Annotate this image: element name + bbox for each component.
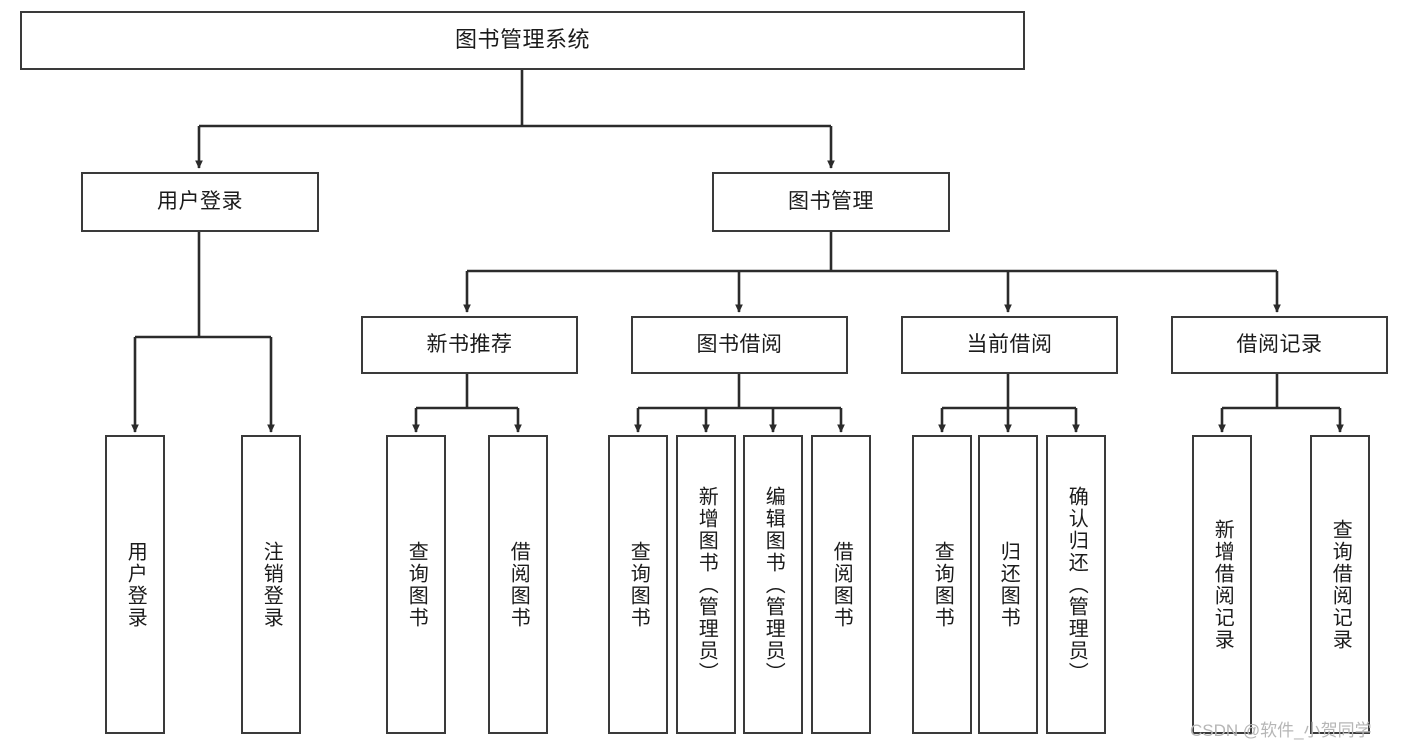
leaf-book-borrow-borrow[interactable]: 借阅图书 xyxy=(811,435,871,734)
node-label: 新增图书（管理员） xyxy=(695,485,718,684)
node-new-book-recommend[interactable]: 新书推荐 xyxy=(361,316,578,374)
leaf-current-borrow-confirm-return[interactable]: 确认归还（管理员） xyxy=(1046,435,1106,734)
node-label: 用户登录 xyxy=(124,540,147,629)
node-label: 注销登录 xyxy=(260,540,283,629)
node-book-borrow[interactable]: 图书借阅 xyxy=(631,316,848,374)
node-label: 确认归还（管理员） xyxy=(1065,485,1088,684)
leaf-borrow-record-add[interactable]: 新增借阅记录 xyxy=(1192,435,1252,734)
leaf-user-login-logout[interactable]: 注销登录 xyxy=(241,435,301,734)
node-label: 图书管理系统 xyxy=(454,27,590,53)
node-label: 新增借阅记录 xyxy=(1211,518,1234,651)
leaf-new-book-query[interactable]: 查询图书 xyxy=(386,435,446,734)
node-label: 图书借阅 xyxy=(696,333,783,357)
node-label: 归还图书 xyxy=(997,540,1020,629)
node-label: 查询图书 xyxy=(405,540,428,629)
node-label: 借阅图书 xyxy=(507,540,530,629)
leaf-book-borrow-add[interactable]: 新增图书（管理员） xyxy=(676,435,736,734)
node-label: 用户登录 xyxy=(157,190,243,214)
node-label: 借阅记录 xyxy=(1236,333,1323,357)
node-user-login[interactable]: 用户登录 xyxy=(81,172,319,232)
node-label: 图书管理 xyxy=(788,190,874,214)
node-root-system[interactable]: 图书管理系统 xyxy=(20,11,1025,70)
node-label: 新书推荐 xyxy=(426,333,513,357)
node-label: 当前借阅 xyxy=(966,333,1053,357)
leaf-user-login-login[interactable]: 用户登录 xyxy=(105,435,165,734)
leaf-book-borrow-query[interactable]: 查询图书 xyxy=(608,435,668,734)
leaf-new-book-borrow[interactable]: 借阅图书 xyxy=(488,435,548,734)
node-current-borrow[interactable]: 当前借阅 xyxy=(901,316,1118,374)
node-label: 编辑图书（管理员） xyxy=(762,485,785,684)
node-label: 查询图书 xyxy=(627,540,650,629)
node-label: 借阅图书 xyxy=(830,540,853,629)
node-label: 查询图书 xyxy=(931,540,954,629)
leaf-borrow-record-query[interactable]: 查询借阅记录 xyxy=(1310,435,1370,734)
node-borrow-record[interactable]: 借阅记录 xyxy=(1171,316,1388,374)
leaf-current-borrow-query[interactable]: 查询图书 xyxy=(912,435,972,734)
node-label: 查询借阅记录 xyxy=(1329,518,1352,651)
leaf-current-borrow-return[interactable]: 归还图书 xyxy=(978,435,1038,734)
leaf-book-borrow-edit[interactable]: 编辑图书（管理员） xyxy=(743,435,803,734)
node-book-management[interactable]: 图书管理 xyxy=(712,172,950,232)
